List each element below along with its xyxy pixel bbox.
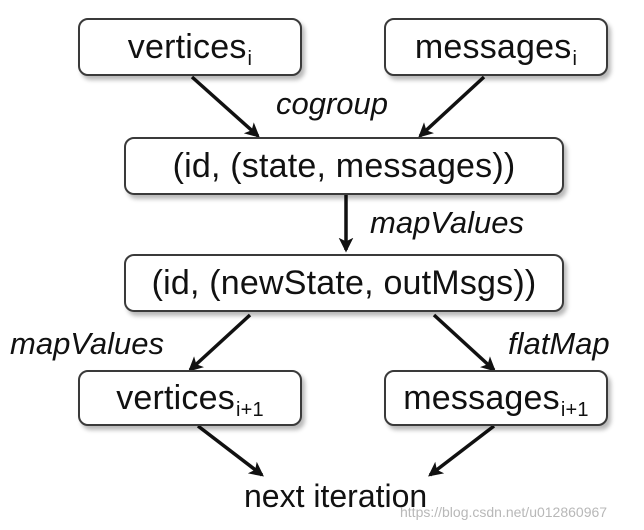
arrow-mapped-to-vertices (188, 313, 252, 372)
mapped-node: (id, (newState, outMsgs)) (124, 254, 564, 312)
map-values-label-left: mapValues (10, 326, 164, 361)
map-values-label-top: mapValues (370, 205, 524, 240)
flat-map-label: flatMap (508, 326, 610, 361)
arrow-messages-to-next (428, 424, 496, 477)
cogroup-label: cogroup (276, 86, 389, 121)
arrow-mapped-to-messages (432, 313, 496, 372)
messages-next-subscript: i+1 (560, 398, 589, 421)
messages-i-subscript: i (572, 47, 578, 70)
mapped-text: (id, (newState, outMsgs)) (151, 263, 537, 302)
arrow-vertices-to-cogroup (190, 75, 260, 138)
messages-i-text: messages (414, 27, 572, 66)
vertices-next-text: vertices (116, 378, 235, 417)
vertices-i-subscript: i (247, 47, 253, 70)
messages-next-text: messages (403, 378, 560, 417)
arrow-vertices-to-next (196, 424, 264, 477)
arrow-messages-to-cogroup (418, 75, 486, 138)
grouped-text: (id, (state, messages)) (172, 146, 516, 185)
grouped-node: (id, (state, messages)) (124, 137, 564, 195)
source-watermark: https://blog.csdn.net/u012860967 (400, 504, 608, 520)
vertices-next-subscript: i+1 (235, 398, 264, 421)
next-iteration-label: next iteration (244, 478, 428, 514)
vertices-i-text: vertices (127, 27, 247, 66)
